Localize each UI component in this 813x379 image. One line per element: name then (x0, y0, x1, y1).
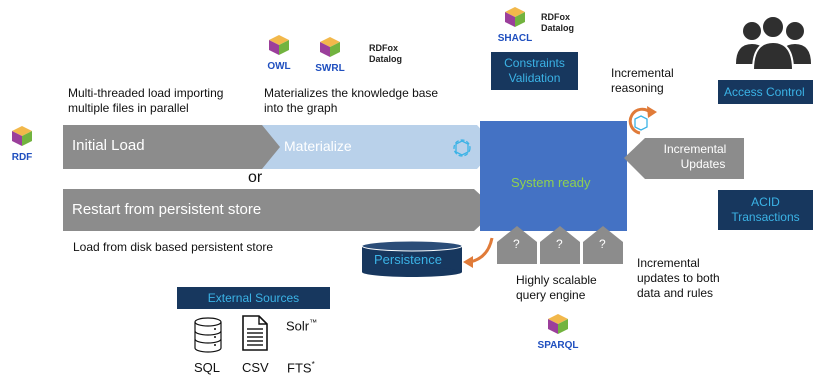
users-group-icon (736, 16, 811, 71)
query-slot (497, 226, 537, 264)
fts-text: FTS (287, 360, 312, 376)
incremental-updates-label: Incremental Updates (648, 142, 742, 172)
datalog-line: Datalog (541, 23, 575, 33)
note-line: Multi-threaded load importing (68, 86, 224, 100)
owl-label: OWL (267, 61, 291, 72)
footnote-mark: * (311, 360, 315, 369)
box-line: Transactions (731, 210, 800, 224)
sparql-label: SPARQL (537, 340, 579, 351)
access-control-box: Access Control (718, 80, 813, 104)
sql-label: SQL (194, 360, 221, 375)
constraints-validation-box: Constraints Validation (491, 52, 578, 90)
rdfox-datalog-note-mid: RDFox Datalog (369, 43, 402, 65)
fts-label: FTS* (287, 360, 315, 375)
sparql-cube-icon (548, 314, 568, 334)
note-line: Highly scalable (516, 273, 597, 287)
query-mark: ? (556, 237, 563, 251)
multithread-note: Multi-threaded load importing multiple f… (68, 86, 223, 116)
external-sources-box: External Sources (177, 287, 330, 309)
shacl-cube-icon (505, 7, 525, 27)
rdf-logo: RDF (9, 125, 35, 165)
restart-label: Restart from persistent store (72, 201, 262, 218)
note-line: multiple files in parallel (68, 101, 189, 115)
query-mark: ? (513, 237, 520, 251)
query-slot (583, 226, 623, 264)
arrowhead-icon (647, 106, 657, 118)
owl-cube-icon (269, 35, 289, 55)
swrl-logo: SWRL (313, 36, 347, 76)
arrowhead-icon (463, 256, 473, 268)
box-line: Validation (508, 71, 561, 85)
label-line: Incremental (663, 142, 727, 156)
box-line: Constraints (504, 56, 565, 70)
database-icon (194, 317, 222, 353)
query-mark: ? (599, 237, 606, 251)
materializes-note: Materializes the knowledge base into the… (264, 86, 438, 116)
incremental-both-note: Incremental updates to both data and rul… (637, 256, 720, 301)
note-line: Incremental (611, 66, 674, 80)
trademark-mark: ™ (309, 318, 318, 327)
query-slot (540, 226, 580, 264)
system-ready-box (480, 121, 627, 231)
rdf-label: RDF (11, 152, 33, 163)
rdfox-line: RDFox (541, 12, 570, 22)
rdfox-datalog-note-top: RDFox Datalog (541, 12, 574, 34)
document-icon (242, 315, 268, 351)
solr-label: Solr™ (286, 318, 317, 333)
persistence-label: Persistence (374, 252, 442, 267)
incremental-reasoning-arrow (628, 107, 653, 135)
shacl-logo: SHACL (495, 6, 535, 46)
note-line: reasoning (611, 81, 664, 95)
rdf-cube-icon (12, 126, 32, 146)
acid-transactions-box: ACID Transactions (718, 190, 813, 230)
note-line: updates to both (637, 271, 720, 285)
system-ready-label: System ready (511, 175, 591, 190)
box-line: ACID (751, 195, 780, 209)
persistence-cylinder-icon (361, 240, 463, 277)
note-line: query engine (516, 288, 586, 302)
initial-load-label: Initial Load (72, 137, 145, 154)
swrl-label: SWRL (315, 63, 345, 74)
sparql-logo: SPARQL (536, 313, 580, 353)
restart-arrow (63, 189, 497, 231)
materialize-chevron (262, 125, 497, 169)
load-from-disk-note: Load from disk based persistent store (73, 240, 274, 254)
note-line: Materializes the knowledge base (264, 86, 439, 100)
swrl-cube-icon (320, 37, 340, 57)
rdfox-line: RDFox (369, 43, 398, 53)
cycle-icon (634, 115, 648, 131)
owl-logo: OWL (265, 34, 293, 74)
note-line: Incremental (637, 256, 700, 270)
or-label: or (248, 169, 263, 186)
label-line: Updates (680, 157, 726, 171)
materialize-label: Materialize (284, 138, 352, 154)
datalog-line: Datalog (369, 54, 403, 64)
note-line: into the graph (264, 101, 338, 115)
note-line: data and rules (637, 286, 714, 300)
persistence-arrow (469, 237, 494, 264)
initial-load-arrow (63, 125, 293, 169)
incremental-updates-arrow (624, 138, 744, 179)
cycle-icon (453, 139, 471, 157)
incremental-reasoning-note: Incremental reasoning (611, 66, 674, 96)
csv-label: CSV (242, 360, 269, 375)
shacl-label: SHACL (497, 33, 533, 44)
query-engine-note: Highly scalable query engine (516, 273, 597, 303)
solr-text: Solr (286, 318, 310, 334)
